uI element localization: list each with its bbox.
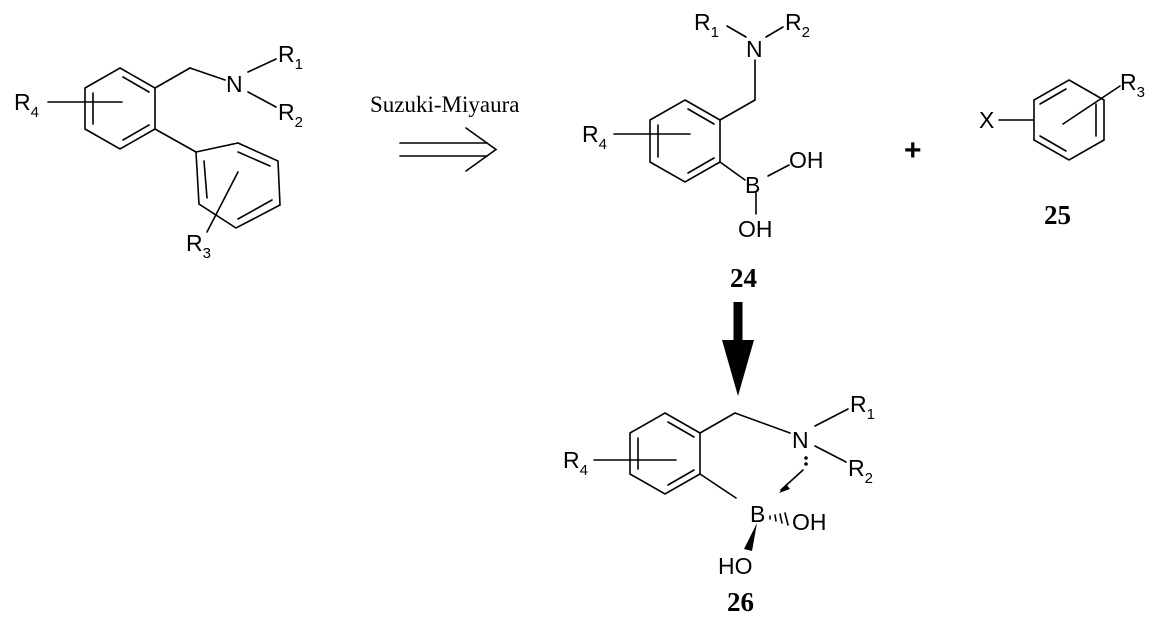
- atom-oh-bottom: OH: [738, 216, 773, 242]
- plus-sign: +: [904, 134, 922, 167]
- atom-n: N: [792, 427, 809, 453]
- atom-r3: R3: [186, 230, 211, 262]
- retrosynthetic-arrow: Suzuki-Miyaura: [370, 92, 519, 172]
- atom-r1: R1: [278, 41, 303, 73]
- atom-ho: HO: [718, 553, 753, 579]
- atom-oh-right: OH: [789, 147, 824, 173]
- atom-oh: OH: [792, 509, 827, 535]
- compound-label-24: 24: [730, 263, 757, 293]
- atom-b: B: [750, 501, 765, 527]
- atom-r3: R3: [1120, 69, 1145, 101]
- atom-r1: R1: [694, 9, 719, 41]
- atom-n: N: [226, 71, 243, 97]
- atom-r2: R2: [278, 99, 303, 131]
- compound-label-26: 26: [727, 587, 754, 617]
- atom-r4: R4: [582, 121, 607, 153]
- reaction-label: Suzuki-Miyaura: [370, 92, 519, 117]
- compound-26-structure: N R1 R2 R4 B OH HO 26: [563, 391, 875, 617]
- forward-arrow: [722, 302, 754, 396]
- atom-b: B: [745, 172, 760, 198]
- atom-n: N: [746, 36, 763, 62]
- atom-r4: R4: [14, 89, 39, 121]
- compound-24-structure: N R1 R2 R4 B OH OH 24: [582, 9, 824, 293]
- atom-x: X: [979, 107, 994, 133]
- atom-r2: R2: [785, 9, 810, 41]
- target-biaryl-structure: N R1 R2 R4 R3: [14, 41, 303, 262]
- compound-25-structure: X R3 25: [979, 69, 1145, 230]
- atom-r2: R2: [848, 455, 873, 487]
- compound-label-25: 25: [1044, 200, 1071, 230]
- atom-r4: R4: [563, 447, 588, 479]
- atom-r1: R1: [850, 391, 875, 423]
